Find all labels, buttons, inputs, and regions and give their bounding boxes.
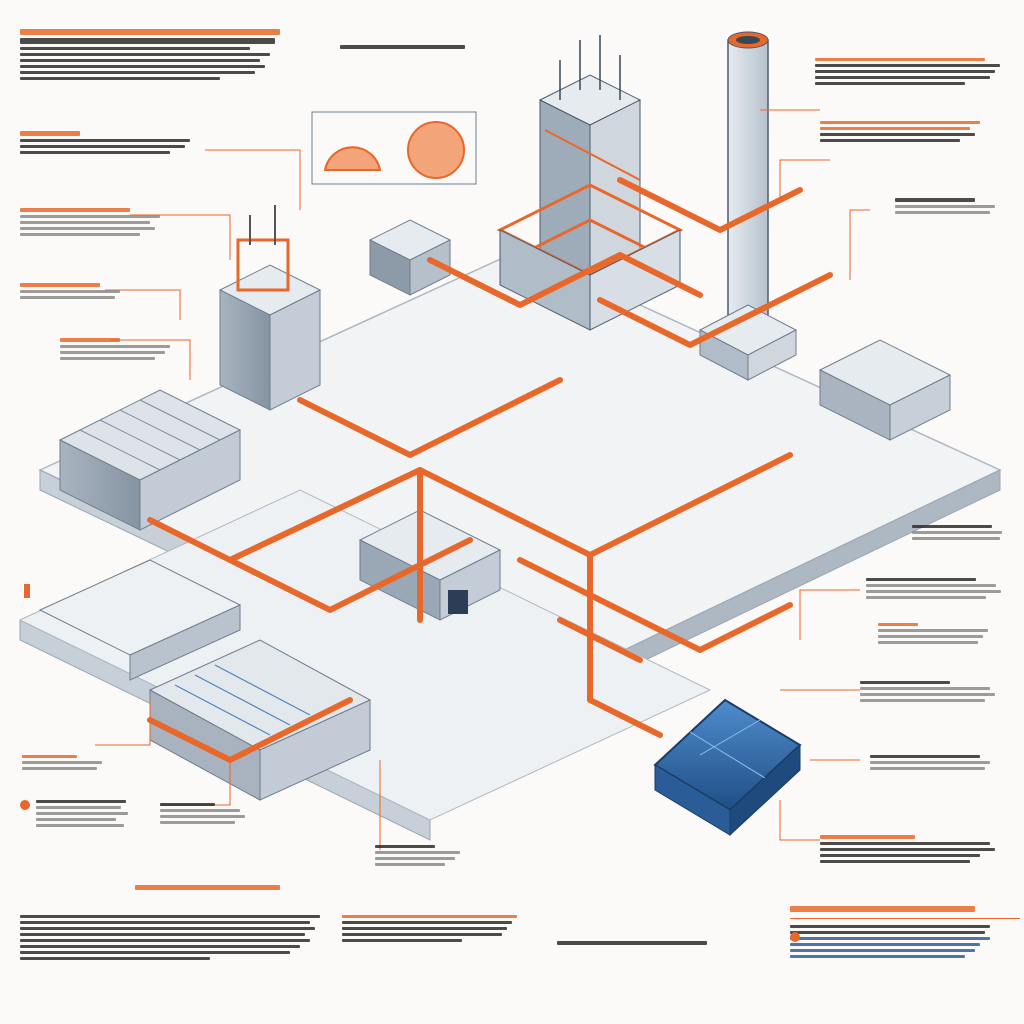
right-building bbox=[818, 339, 952, 441]
title-block-top-left bbox=[20, 26, 290, 83]
left-shed bbox=[58, 389, 242, 531]
pipe-network bbox=[147, 177, 833, 763]
callout-right-8 bbox=[820, 832, 1000, 866]
callout-top-right bbox=[815, 55, 1005, 88]
heading-bottom-center-right bbox=[557, 938, 717, 948]
callout-left-1 bbox=[20, 128, 200, 157]
callout-bottom-left-1 bbox=[22, 752, 112, 773]
bullet-icon bbox=[790, 932, 800, 942]
callout-right-2 bbox=[895, 195, 1005, 217]
cutaway-inset bbox=[311, 111, 477, 185]
chimney-stack bbox=[698, 31, 798, 381]
heading-bottom-center-left bbox=[135, 882, 285, 893]
callout-right-7 bbox=[870, 752, 1000, 773]
callout-right-1 bbox=[820, 118, 990, 145]
bullet-icon bbox=[20, 800, 30, 810]
callout-right-6 bbox=[860, 678, 1000, 705]
callout-right-5 bbox=[878, 620, 998, 647]
callout-bottom-left-2 bbox=[36, 797, 136, 830]
callout-bottom-left-3 bbox=[160, 800, 250, 827]
main-tower bbox=[496, 35, 684, 331]
water-tank bbox=[653, 698, 802, 837]
callout-right-3 bbox=[912, 522, 1007, 543]
reactor-building-left bbox=[218, 205, 322, 411]
callout-right-4 bbox=[866, 575, 1006, 602]
callout-top-center bbox=[340, 42, 470, 52]
callout-leaders bbox=[95, 109, 870, 850]
small-building bbox=[368, 219, 452, 296]
left-warehouse bbox=[38, 559, 372, 801]
marker-tick bbox=[24, 584, 30, 598]
callout-left-3 bbox=[20, 280, 130, 302]
callout-left-2 bbox=[20, 205, 170, 239]
callout-left-4 bbox=[60, 335, 180, 363]
paragraph-bottom-center bbox=[342, 912, 522, 945]
callout-bottom-right bbox=[790, 903, 1020, 961]
paragraph-bottom-left bbox=[20, 912, 320, 963]
callout-bottom-center bbox=[375, 842, 465, 869]
